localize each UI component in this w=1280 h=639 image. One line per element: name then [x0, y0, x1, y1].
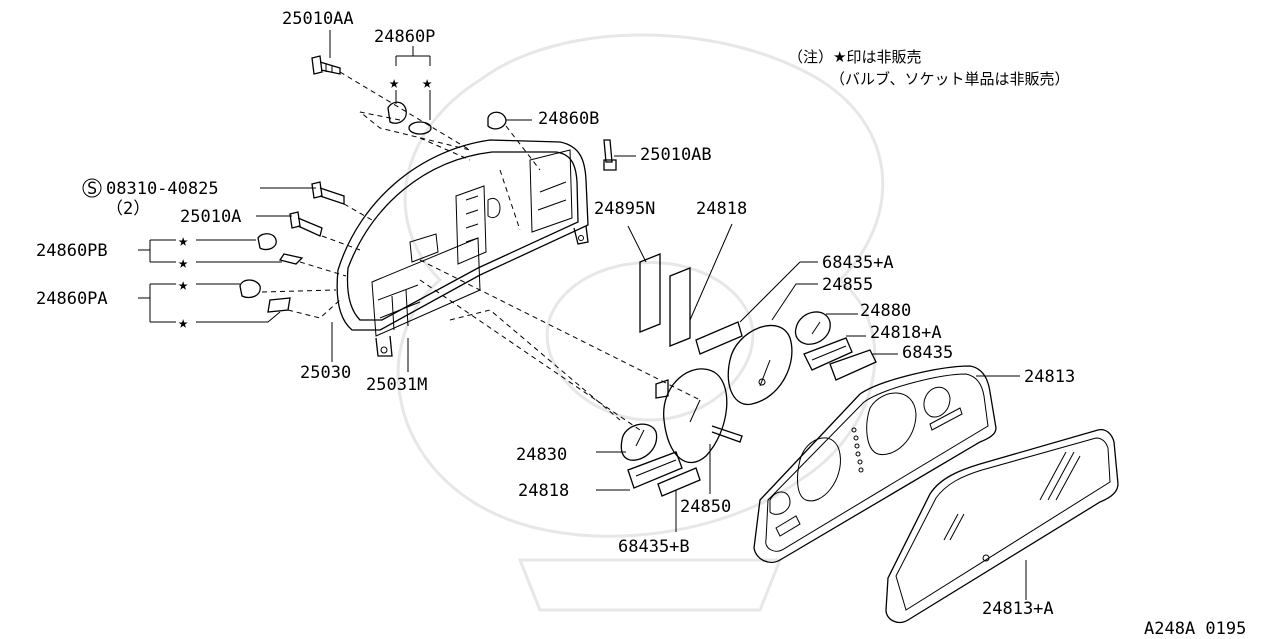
plate-68435	[829, 349, 877, 381]
label-24818A: 24818+A	[870, 323, 942, 343]
label-24860P: 24860P	[374, 27, 435, 47]
bulbs-24860PB	[257, 233, 304, 265]
label-24855: 24855	[822, 275, 873, 295]
screw-25010A	[289, 211, 323, 237]
note-line-1: （注）★印は非販売	[788, 48, 921, 66]
label-25010AB: 25010AB	[640, 145, 712, 165]
label-24850: 24850	[680, 497, 731, 517]
label-24860PB: 24860PB	[36, 241, 108, 261]
glass-24813A	[885, 428, 1119, 624]
label-08310-40825: 08310-40825	[106, 179, 219, 199]
label-24818-lower: 24818	[518, 481, 569, 501]
screw-08310-40825	[311, 181, 345, 205]
film-24818-upper	[669, 267, 691, 347]
plate-68435B	[657, 467, 701, 497]
face-panel-24813	[753, 365, 997, 563]
label-68435: 68435	[902, 343, 953, 363]
star-icon: ★	[422, 73, 432, 93]
note-line-2: （バルブ、ソケット単品は非販売）	[830, 70, 1070, 88]
plate-68435A	[695, 321, 743, 355]
screw-25010AB	[603, 139, 617, 171]
screw-25010AA	[311, 55, 341, 75]
bulb-24860B	[487, 111, 507, 130]
gauge-24880	[794, 311, 831, 345]
label-24830: 24830	[516, 445, 567, 465]
part-labels: 25010AA 24860P 24860B 25010AB 08310-4082…	[36, 9, 1075, 619]
label-quantity-2: （2）	[106, 199, 150, 219]
star-icon: ★	[389, 73, 399, 93]
label-68435B: 68435+B	[618, 537, 690, 557]
tachometer-24850	[655, 368, 743, 464]
film-24895N	[639, 253, 661, 333]
label-24818-upper: 24818	[696, 199, 747, 219]
label-25030: 25030	[300, 363, 351, 383]
label-24895N: 24895N	[594, 199, 655, 219]
assembly-lines	[261, 71, 701, 431]
star-icon: ★	[178, 313, 188, 333]
label-24860B: 24860B	[538, 109, 599, 129]
film-24818-lower	[627, 451, 683, 489]
label-24813A: 24813+A	[982, 599, 1054, 619]
label-24860PA: 24860PA	[36, 289, 108, 309]
film-24818A	[803, 337, 853, 371]
speedometer-24855	[727, 324, 793, 406]
star-icon: ★	[178, 231, 188, 251]
gauge-24830	[620, 423, 658, 461]
instrument-housing	[336, 139, 589, 357]
bulbs-24860PA	[239, 279, 291, 313]
label-25010A: 25010A	[180, 207, 241, 227]
label-25010AA: 25010AA	[282, 9, 354, 29]
s-circle-icon: S	[82, 178, 102, 199]
label-24880: 24880	[860, 301, 911, 321]
star-icon: ★	[178, 275, 188, 295]
label-68435A: 68435+A	[822, 253, 894, 273]
watermark-logo	[396, 33, 885, 612]
label-25031M: 25031M	[366, 375, 427, 395]
bulb-socket-24860P	[387, 101, 432, 135]
s-circle-letter: S	[87, 179, 97, 199]
note-block: （注）★印は非販売 （バルブ、ソケット単品は非販売）	[788, 48, 1070, 88]
star-marks: ★ ★ ★ ★ ★ ★	[178, 73, 432, 333]
diagram-code: A248A 0195	[1144, 619, 1246, 639]
label-24813: 24813	[1024, 367, 1075, 387]
leader-lines	[138, 30, 1027, 600]
star-icon: ★	[178, 253, 188, 273]
